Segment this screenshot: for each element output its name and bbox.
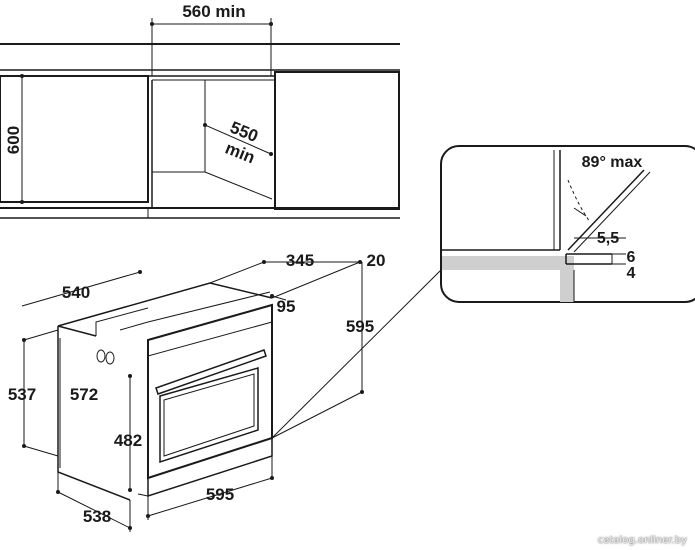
detail-gap-b: 6 <box>627 249 636 266</box>
dim-height-panel: 572 <box>70 385 98 404</box>
dim-depth-total: 540 <box>62 283 90 302</box>
detail-gap-c: 4 <box>627 265 636 282</box>
dim-panel-offset: 20 <box>367 251 386 270</box>
oven-isometric-view <box>21 260 364 532</box>
dim-width-front: 595 <box>206 485 234 504</box>
dim-width-min: 560 min <box>182 2 245 21</box>
dim-height-body: 537 <box>8 385 36 404</box>
detail-gap-a: 5,5 <box>597 230 619 247</box>
dim-height: 600 <box>4 126 23 154</box>
detail-angle: 89° max <box>582 154 643 171</box>
cabinet-niche-view <box>0 18 400 219</box>
watermark: catalog.onliner.by <box>597 535 687 546</box>
dim-height-front: 595 <box>346 317 374 336</box>
door-gap-detail <box>440 145 695 303</box>
dim-width-body: 538 <box>83 507 111 526</box>
dim-door-height: 482 <box>114 431 142 450</box>
dim-depth-body: 345 <box>286 251 314 270</box>
dim-panel-step: 95 <box>277 297 296 316</box>
